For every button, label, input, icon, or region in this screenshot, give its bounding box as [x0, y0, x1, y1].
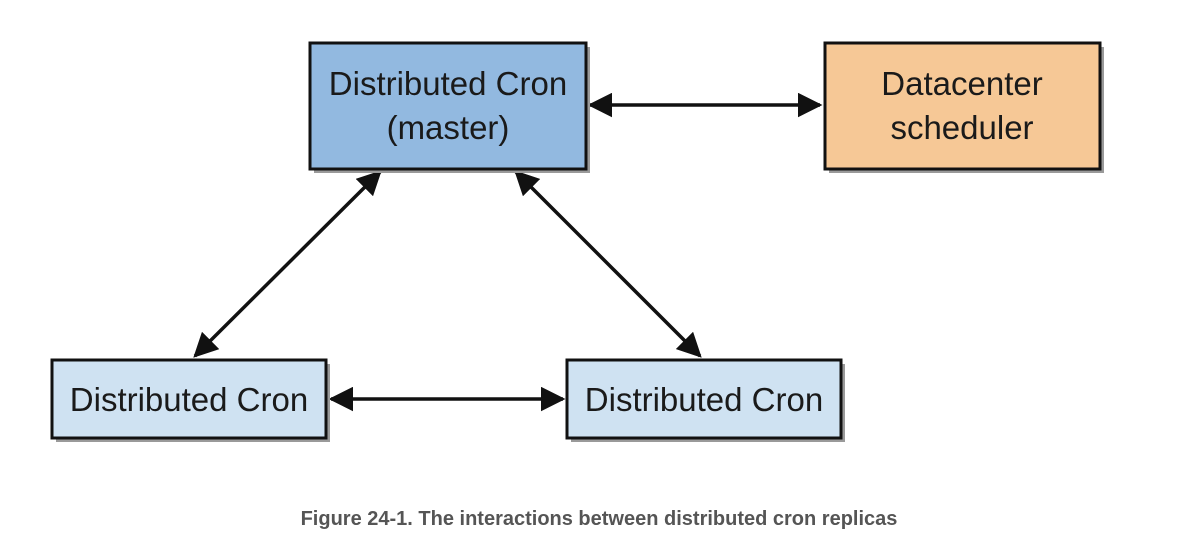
figure-caption: Figure 24-1. The interactions between di…	[300, 508, 898, 530]
node-scheduler-box	[823, 41, 1102, 171]
node-replica-right-label: Distributed Cron	[585, 381, 823, 418]
connectors	[193, 92, 823, 412]
node-replica-left: Distributed Cron	[50, 358, 330, 442]
node-scheduler: Datacenter scheduler	[823, 41, 1104, 173]
node-replica-left-box	[50, 358, 328, 440]
node-replica-left-label: Distributed Cron	[70, 381, 308, 418]
node-master: Distributed Cron (master)	[308, 41, 590, 173]
node-master-label-line2: (master)	[387, 109, 510, 146]
node-replica-right: Distributed Cron	[565, 358, 845, 442]
edge-master-replica-right	[514, 170, 702, 358]
node-master-label-line1: Distributed Cron	[329, 65, 567, 102]
diagram-canvas: Distributed Cron (master) Datacenter sch…	[50, 41, 1104, 442]
node-scheduler-label-line2: scheduler	[890, 109, 1033, 146]
node-master-box	[308, 41, 588, 171]
node-replica-right-box	[565, 358, 843, 440]
node-scheduler-label-line1: Datacenter	[881, 65, 1042, 102]
edge-master-replica-left	[193, 170, 382, 358]
